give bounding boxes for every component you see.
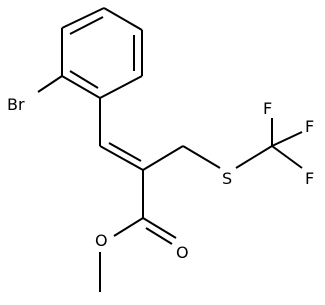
cf3-f-right-bond (271, 131, 303, 147)
carbonyl-double-bond-inner (145, 227, 173, 245)
carbonyl-oxygen-label: O (176, 243, 189, 262)
fluorine-top-label: F (263, 99, 272, 118)
ring-bond-5 (61, 75, 101, 99)
ring-bond-1 (61, 7, 105, 29)
vinyl-double-bond-outer (99, 145, 144, 171)
cf3-f-bottom-bond (271, 145, 303, 169)
fluorine-bottom-label: F (305, 169, 314, 188)
vinyl-double-bond-inner (108, 142, 142, 162)
s-cf3-bond (235, 145, 273, 169)
ring-inner-bond-bottom (69, 70, 99, 89)
alkene-ch2-bond (142, 145, 184, 171)
ring-inner-bond-top (69, 16, 104, 35)
fluorine-right-label: F (305, 117, 314, 136)
carbonyl-ester-oxygen-bond (113, 217, 144, 237)
ring-bond-4 (99, 75, 143, 99)
sulfur-label: S (222, 169, 232, 188)
carbonyl-double-bond-outer (142, 217, 177, 239)
ester-oxygen-label: O (95, 231, 108, 250)
ch2-s-bond (182, 145, 221, 169)
bromine-label: Br (7, 95, 25, 114)
ring-bond-2 (103, 7, 143, 31)
c-br-bond (37, 75, 63, 93)
